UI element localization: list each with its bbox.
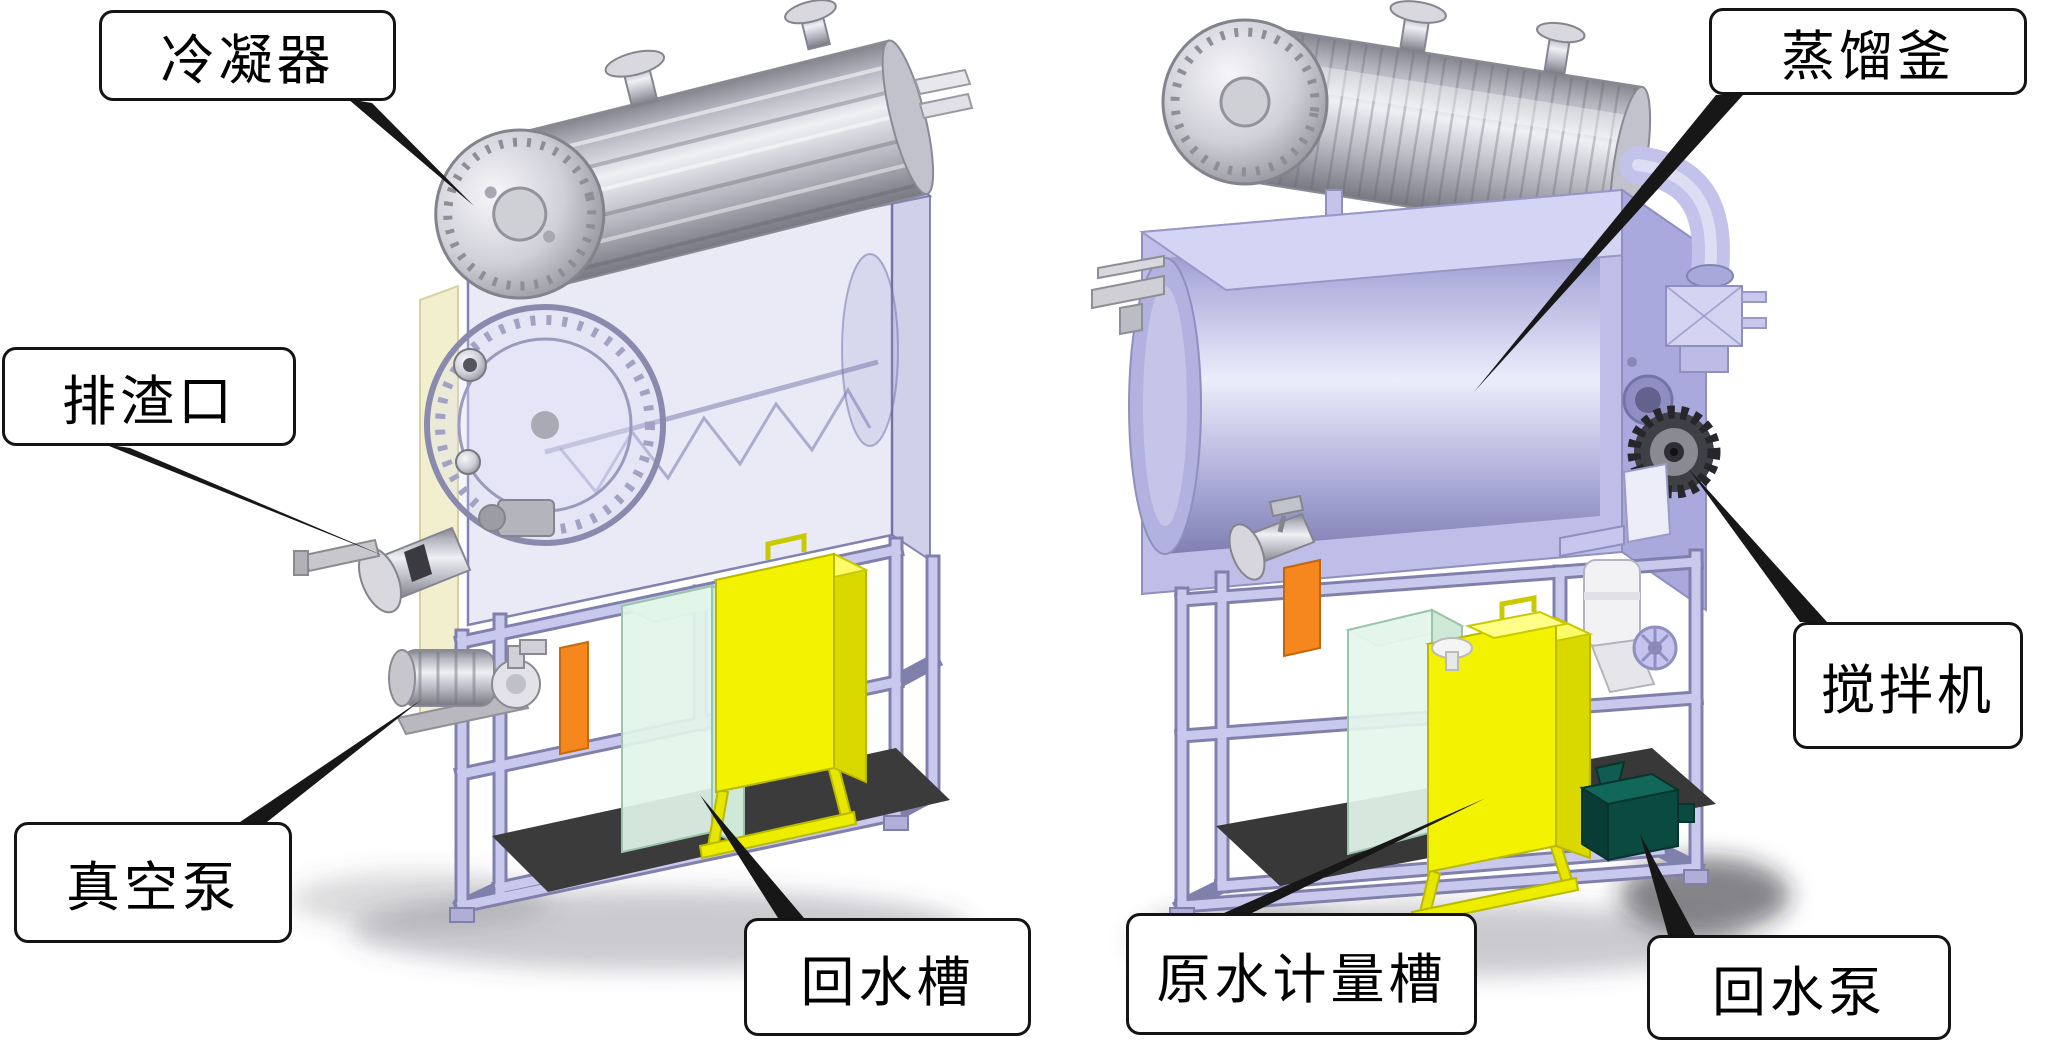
- leader-condenser: [348, 99, 474, 206]
- left-bracket: [1091, 274, 1165, 310]
- condenser-bracket: [913, 68, 972, 96]
- left-machine: [290, 0, 974, 970]
- white-pump: [1559, 524, 1678, 694]
- label-raw-water-metering-tank: 原水计量槽: [1126, 913, 1477, 1035]
- leader-distillation-still: [1474, 95, 1743, 392]
- drain-valve: [1228, 494, 1316, 581]
- label-return-water-pump: 回水泵: [1647, 935, 1951, 1040]
- leader-agitator: [1688, 468, 1827, 622]
- label-slag-discharge-port: 排渣口: [2, 347, 296, 446]
- leader-slag-discharge-port: [104, 444, 384, 556]
- label-return-water-tank: 回水槽: [744, 918, 1031, 1036]
- screw-conveyor: [544, 359, 879, 495]
- screw-drive-motor: [497, 499, 555, 537]
- raw-water-metering-tank: [1410, 594, 1594, 926]
- label-distillation-still: 蒸馏釜: [1709, 8, 2027, 95]
- vacuum-pump: [388, 639, 547, 736]
- sight-port: [455, 449, 481, 475]
- condenser: [434, 0, 935, 300]
- orange-block: [1283, 558, 1321, 658]
- return-water-pump: [1579, 760, 1695, 862]
- label-condenser: 冷凝器: [99, 10, 396, 101]
- label-agitator: 搅拌机: [1793, 622, 2023, 749]
- distillation-still-vessel: [1091, 188, 1721, 612]
- leader-return-water-pump: [1640, 834, 1695, 935]
- side-plate: [1622, 462, 1672, 544]
- leader-return-water-tank: [700, 795, 804, 918]
- vessel-front-flange: [424, 304, 666, 546]
- label-vacuum-pump: 真空泵: [14, 822, 292, 943]
- orange-plate: [559, 640, 589, 756]
- leader-lines: [104, 95, 1827, 935]
- slag-discharge-port: [293, 526, 472, 614]
- leader-vacuum-pump: [240, 700, 421, 822]
- leader-raw-water-metering-tank: [1224, 798, 1486, 913]
